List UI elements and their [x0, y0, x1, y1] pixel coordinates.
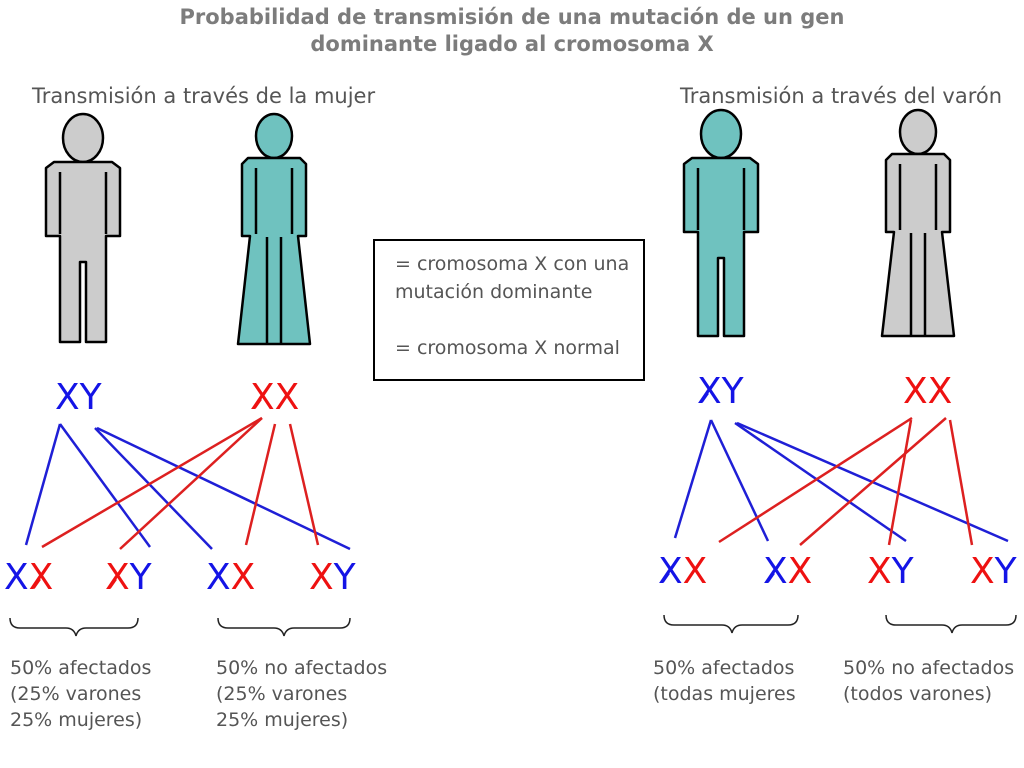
- right-mother-line-3: [887, 419, 913, 546]
- title-line-1: Probabilidad de transmisión de una mutac…: [179, 5, 845, 29]
- left-heading: Transmisión a través de la mujer: [32, 84, 376, 108]
- mutated-x: X: [697, 371, 722, 412]
- left-father-line-3: [94, 427, 213, 550]
- right-unaffected-summary: 50% no afectados (todos varones): [843, 657, 1015, 705]
- right-brace-1: [663, 614, 799, 634]
- left-affected-summary: 50% afectados (25% varones 25% mujeres): [10, 657, 152, 731]
- left-offspring-1: XX: [4, 557, 54, 598]
- left-father-figure: [44, 112, 122, 344]
- left-mother-line-1: [41, 416, 263, 549]
- left-offspring-4: XY: [309, 557, 356, 598]
- mutated-x: X: [105, 557, 130, 598]
- left-mother-line-2: [119, 417, 263, 550]
- left-mother-genotype: XX: [250, 377, 300, 418]
- left-offspring-3: XX: [206, 557, 256, 598]
- right-brace-2: [885, 614, 1017, 634]
- legend-mutated-line-2: mutación dominante: [395, 281, 593, 303]
- mutated-x: X: [28, 557, 54, 598]
- right-affected-summary: 50% afectados (todas mujeres: [653, 657, 796, 705]
- right-offspring-3: XY: [867, 551, 914, 592]
- right-mother-figure: [880, 108, 956, 338]
- legend-normal: = cromosoma X normal: [395, 337, 620, 359]
- right-offspring-4: XY: [970, 551, 1017, 592]
- mutated-x: X: [658, 551, 683, 592]
- left-father-genotype: XY: [55, 377, 102, 418]
- right-offspring-1: XX: [658, 551, 708, 592]
- legend-mutated-line-1: = cromosoma X con una: [395, 253, 630, 275]
- right-father-figure: [682, 108, 760, 338]
- diagram-title: Probabilidad de transmisión de una mutac…: [0, 4, 1024, 58]
- left-brace-2: [217, 617, 351, 637]
- left-brace-1: [9, 617, 139, 637]
- left-father-line-4: [96, 426, 351, 551]
- right-mother-line-2: [799, 417, 947, 546]
- right-offspring-2: XX: [763, 551, 813, 592]
- right-mother-line-1: [718, 416, 913, 544]
- mutated-x: X: [763, 551, 788, 592]
- left-mother-line-3: [244, 423, 277, 546]
- mutated-x: X: [250, 377, 275, 418]
- right-father-line-2: [709, 419, 770, 542]
- right-father-line-3: [734, 421, 907, 543]
- right-father-line-1: [673, 419, 713, 539]
- right-father-genotype: XY: [697, 371, 744, 412]
- left-mother-line-4: [288, 423, 320, 546]
- left-unaffected-summary: 50% no afectados (25% varones 25% mujere…: [216, 657, 388, 731]
- right-mother-line-4: [948, 419, 974, 546]
- legend-box: = cromosoma X con una mutación dominante…: [373, 239, 645, 381]
- left-offspring-2: XY: [105, 557, 152, 598]
- left-mother-figure: [236, 112, 312, 346]
- right-mother-genotype: XX: [903, 371, 953, 412]
- title-line-2: dominante ligado al cromosoma X: [310, 32, 714, 56]
- right-heading: Transmisión a través del varón: [680, 84, 1003, 108]
- left-father-line-2: [58, 423, 152, 548]
- left-father-line-1: [24, 423, 62, 546]
